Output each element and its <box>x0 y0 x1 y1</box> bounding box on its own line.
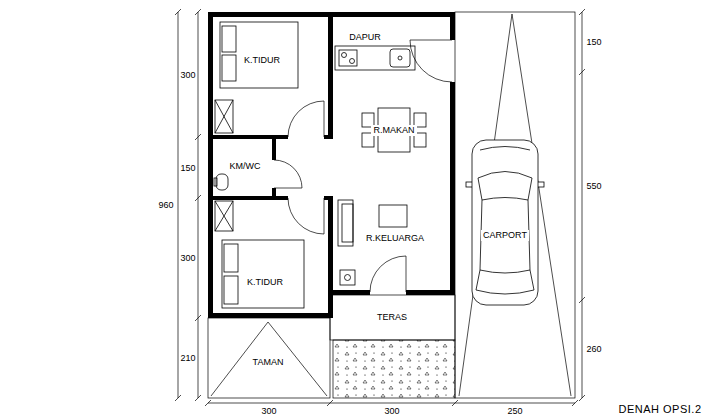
room-name: DAPUR <box>349 32 381 43</box>
dimension-value: 550 <box>586 181 601 192</box>
room-name: KM/WC <box>230 161 261 172</box>
room-label-box: R.KELUARGA <box>364 233 426 244</box>
plan-title: DENAH OPSI.2 <box>618 403 701 416</box>
dimension-value: 250 <box>507 406 522 417</box>
car-symbol <box>466 140 544 305</box>
room-label-box: TAMAN <box>251 357 286 368</box>
room-label-box: DAPUR <box>347 32 383 43</box>
dimension-value: 260 <box>586 344 601 355</box>
room-label-box: K.TIDUR <box>245 277 285 288</box>
room-label-box: TERAS <box>375 312 409 323</box>
door-swings <box>274 40 452 292</box>
furniture <box>214 22 426 308</box>
room-name: R.MAKAN <box>373 125 414 136</box>
dimension-value: 300 <box>261 406 276 417</box>
room-name: K.TIDUR <box>247 277 283 288</box>
room-label-box: CARPORT <box>481 230 529 241</box>
dimension-value: 150 <box>586 37 601 48</box>
dimension-value: 300 <box>180 253 195 264</box>
room-name: TERAS <box>377 312 407 323</box>
room-name: K.TIDUR <box>244 55 280 66</box>
room-name: TAMAN <box>253 357 284 368</box>
dimension-value: 300 <box>384 406 399 417</box>
room-label-box: K.TIDUR <box>242 55 282 66</box>
room-name: CARPORT <box>483 230 527 241</box>
room-name: R.KELUARGA <box>366 233 424 244</box>
dimension-value: 960 <box>158 200 173 211</box>
room-label-box: R.MAKAN <box>371 125 416 136</box>
dimension-value: 300 <box>180 70 195 81</box>
carport-area <box>455 12 575 398</box>
dimension-value: 210 <box>180 353 195 364</box>
dimension-lines <box>175 9 585 406</box>
room-label-box: KM/WC <box>228 161 263 172</box>
dimension-value: 150 <box>180 163 195 174</box>
walls <box>208 12 455 318</box>
